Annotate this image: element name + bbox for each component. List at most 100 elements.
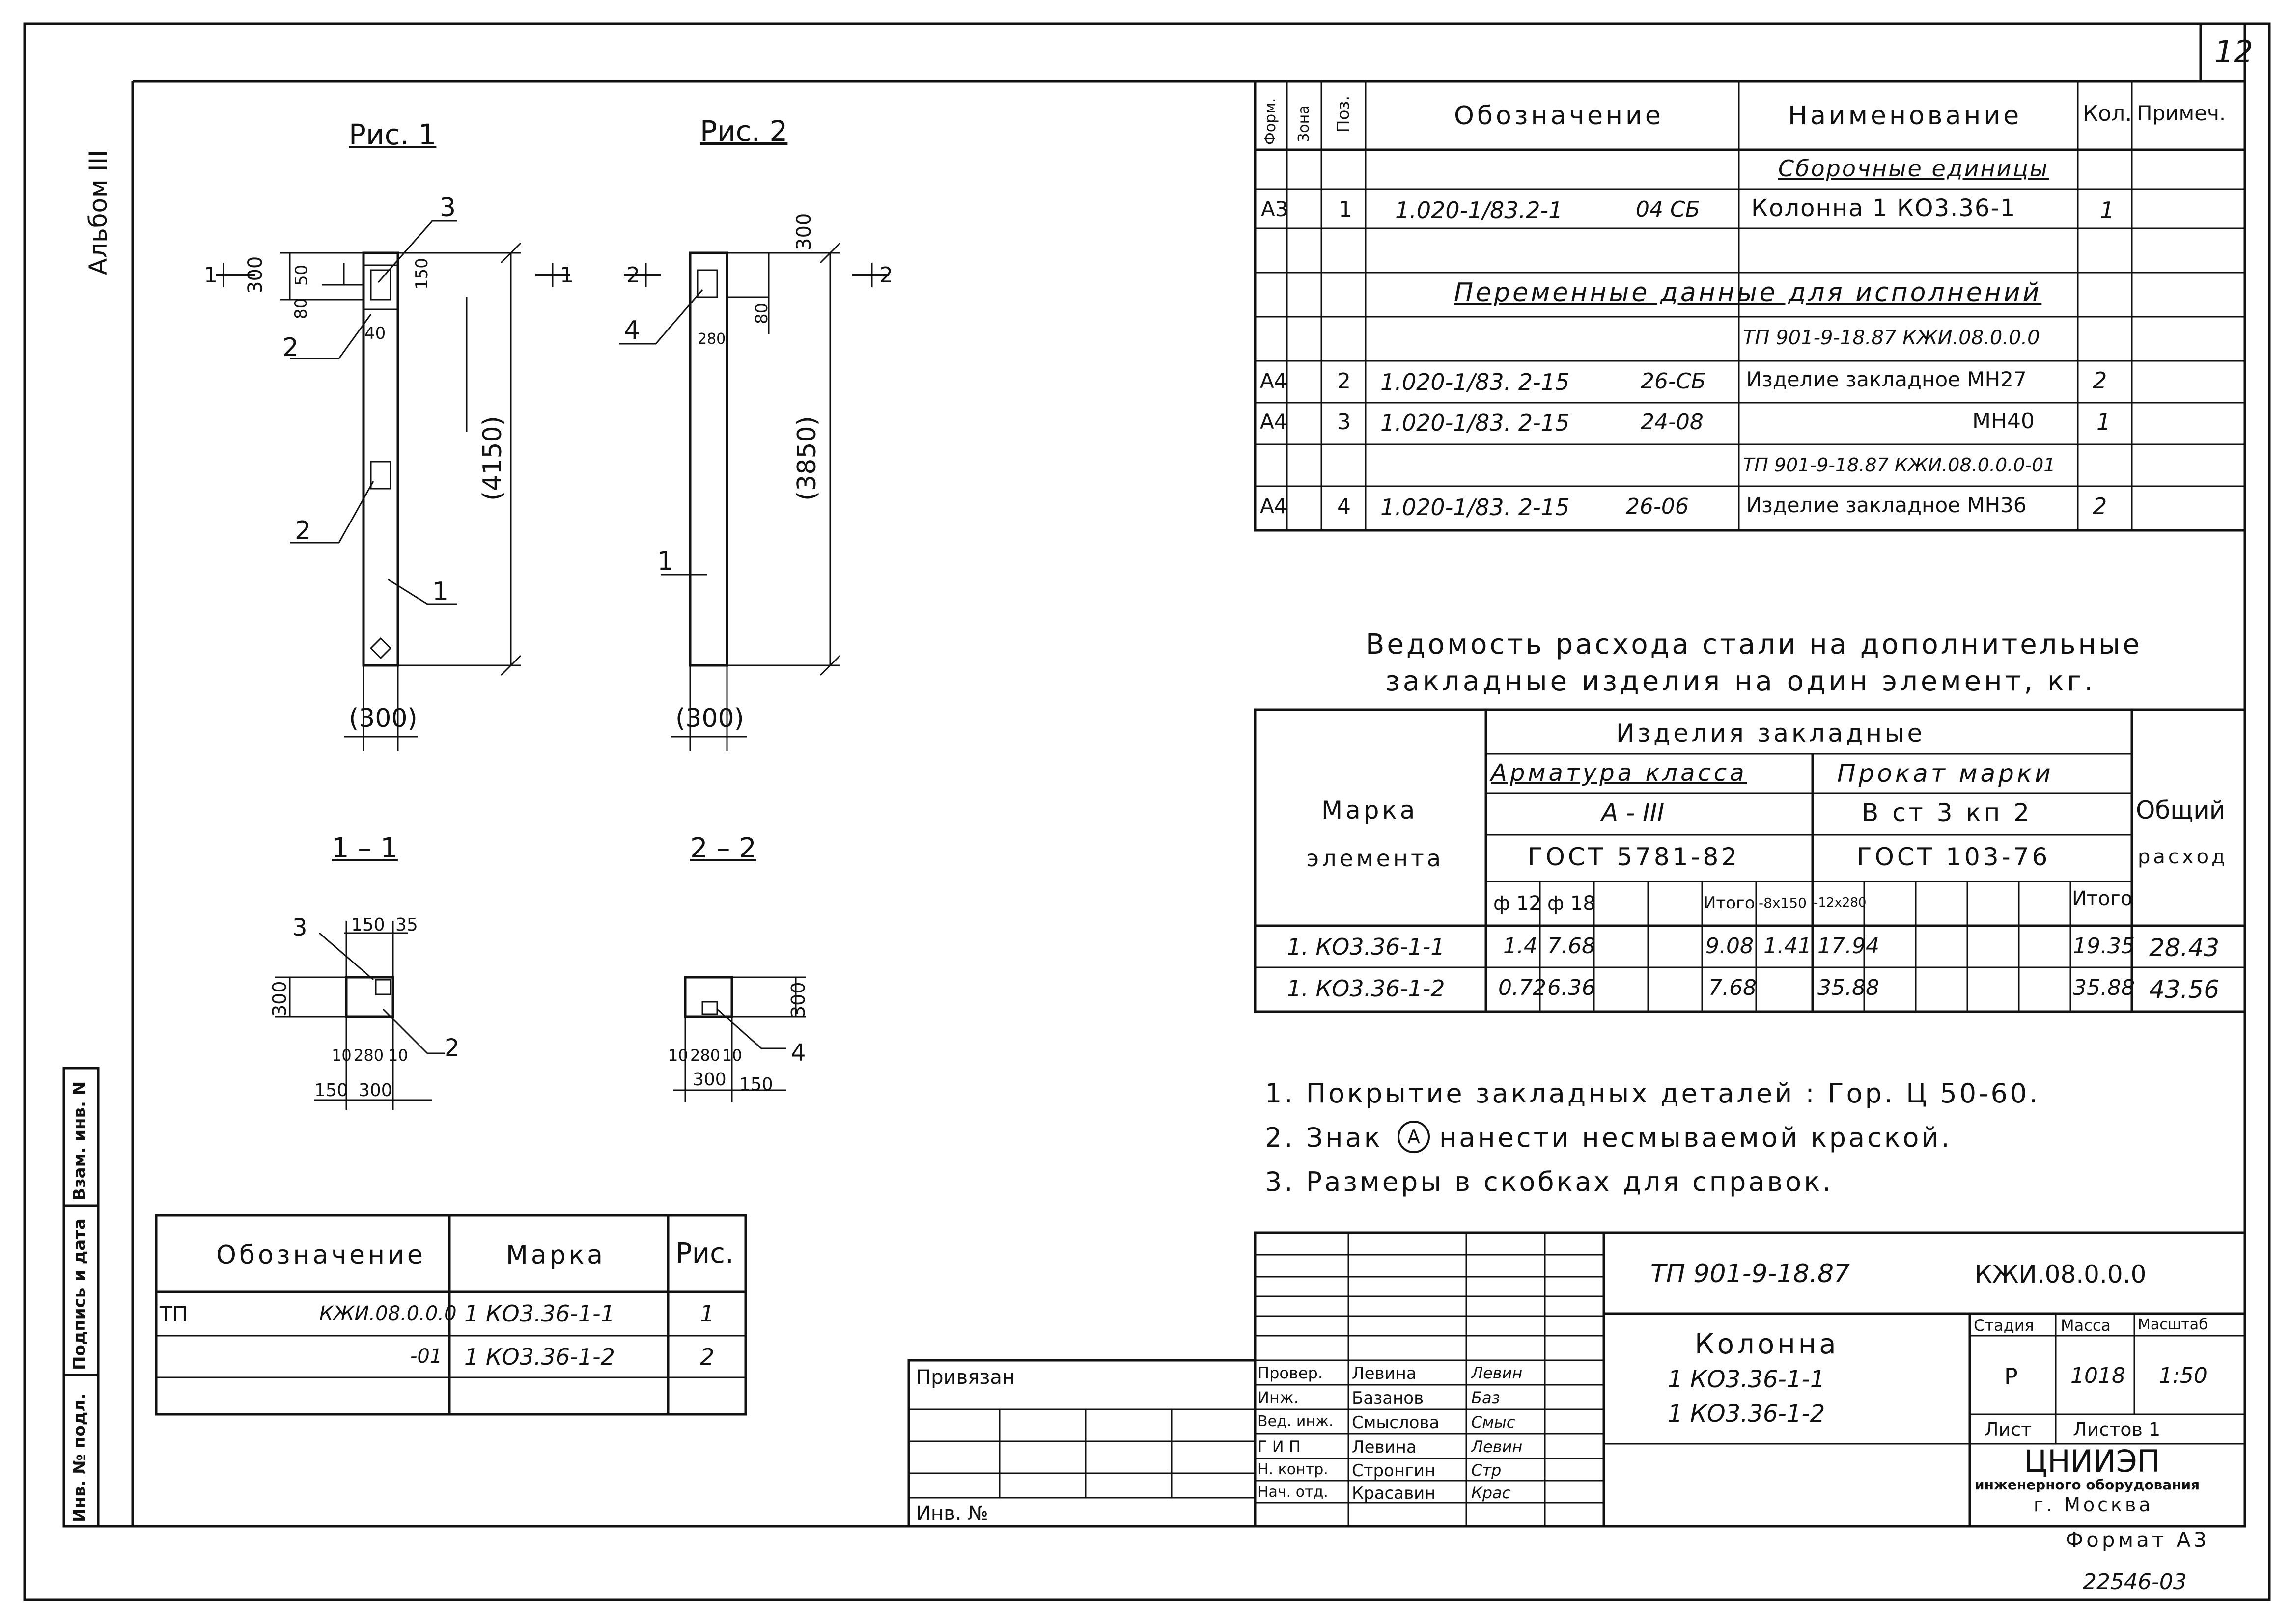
spec-row6-code: 26-06 <box>1626 494 1689 519</box>
steel-subheader-7: -12х280 <box>1814 895 1867 910</box>
sig-role-5: Н. контр. <box>1258 1461 1328 1478</box>
marks-row2-mark: 1 КО3.36-1-2 <box>464 1344 615 1370</box>
sec2-callout-4: 4 <box>791 1039 806 1067</box>
sig-role-1: Провер. <box>1258 1364 1323 1382</box>
steel-mark-header-1: Марка <box>1321 796 1418 825</box>
section-2-2-title: 2 – 2 <box>690 832 756 864</box>
note-3: 3. Размеры в скобках для справок. <box>1265 1166 1834 1197</box>
sig-sign-6: Крас <box>1471 1484 1511 1502</box>
steel-group-header: Изделия закладные <box>1616 719 1926 747</box>
marks-header-fig: Рис. <box>675 1238 734 1269</box>
steel-subheader-5: Итого <box>1704 893 1755 913</box>
steel-title-line2: закладные изделия на один элемент, кг. <box>1385 665 2096 697</box>
note-sign-symbol: А <box>1398 1121 1430 1153</box>
note-2-start: 2. Знак <box>1265 1122 1383 1153</box>
spec-row1-pos: 1 <box>1339 197 1352 222</box>
steel-row2-c2: 6.36 <box>1547 975 1595 1000</box>
spec-row1-format: А3 <box>1261 197 1288 221</box>
sig-role-2: Инж. <box>1258 1388 1299 1407</box>
sec1-dim-150b: 150 <box>314 1080 348 1101</box>
org-name: ЦНИИЭП <box>2024 1443 2160 1479</box>
spec-header-designation: Обозначение <box>1454 101 1664 131</box>
fig1-width-dim: (300) <box>349 704 418 733</box>
spec-row1-qty: 1 <box>2100 197 2115 223</box>
steel-row1-c7: 17.94 <box>1817 934 1879 959</box>
fig1-callout-1: 1 <box>432 577 448 606</box>
format-label: Формат А3 <box>2066 1528 2210 1552</box>
spec-section-variable: Переменные данные для исполнений <box>1454 278 2042 307</box>
spec-row3-name: Изделие закладное МН27 <box>1746 367 2027 391</box>
spec-row3-format: А4 <box>1260 369 1287 393</box>
spec-header-qty: Кол. <box>2083 101 2132 126</box>
sec1-dim-300b: 300 <box>359 1080 392 1101</box>
spec-header-name: Наименование <box>1788 101 2022 131</box>
fig2-callout-4: 4 <box>624 316 640 345</box>
fig1-callout-2a: 2 <box>282 333 299 362</box>
steel-title-line1: Ведомость расхода стали на дополнительны… <box>1366 629 2142 661</box>
steel-row2-mark: 1. КО3.36-1-2 <box>1287 975 1445 1002</box>
scale-header: Масштаб <box>2138 1316 2208 1333</box>
fig1-callout-2b: 2 <box>295 516 311 546</box>
fig2-section-mark-right: 2 <box>879 263 893 288</box>
sig-name-6: Красавин <box>1352 1484 1436 1503</box>
steel-row1-total: 28.43 <box>2149 934 2220 962</box>
sig-name-2: Базанов <box>1352 1388 1424 1408</box>
sec1-dim-150: 150 <box>351 915 385 935</box>
spec-row4-code: 24-08 <box>1641 410 1704 435</box>
steel-row1-c6: 1.41 <box>1763 934 1812 959</box>
marks-header-designation: Обозначение <box>216 1240 426 1270</box>
sig-role-4: Г И П <box>1258 1437 1301 1456</box>
steel-row1-mark: 1. КО3.36-1-1 <box>1287 934 1445 960</box>
sig-sign-1: Левин <box>1471 1364 1523 1382</box>
sec1-dim-280: 280 <box>354 1046 384 1065</box>
spec-row4-qty: 1 <box>2096 409 2111 435</box>
sec2-dim-10: 10 <box>668 1046 688 1065</box>
steel-row1-c2: 7.68 <box>1547 934 1595 959</box>
steel-row2-c5: 7.68 <box>1708 975 1757 1000</box>
org-city: г. Москва <box>2034 1494 2153 1515</box>
sec1-dim-10b: 10 <box>388 1046 408 1065</box>
steel-subheader-1: ф 12 <box>1493 892 1541 915</box>
marks-row1-prefix: ТП <box>160 1302 188 1326</box>
fig1-dim-150: 150 <box>412 258 432 290</box>
note-sign-letter: А <box>1407 1126 1420 1148</box>
spec-row3-pos: 2 <box>1337 369 1351 394</box>
steel-row1-c1: 1.4 <box>1503 934 1537 959</box>
sec2-dim-280: 280 <box>690 1046 720 1065</box>
object-line2: 1 КО3.36-1-1 <box>1668 1366 1825 1393</box>
steel-mark-header-2: элемента <box>1307 845 1444 872</box>
sig-name-5: Стронгин <box>1352 1461 1436 1481</box>
steel-total-header-2: расход <box>2138 846 2228 868</box>
fig1-dim-300: 300 <box>244 256 267 294</box>
sheets-label: Листов 1 <box>2073 1419 2161 1440</box>
fig2-length-dim: (3850) <box>792 416 822 501</box>
org-line2: инженерного оборудования <box>1975 1477 2200 1493</box>
spec-row6-pos: 4 <box>1337 494 1351 519</box>
steel-total-header-1: Общий <box>2136 796 2226 825</box>
sec2-dim-10b: 10 <box>722 1046 742 1065</box>
sec2-dim-300b: 300 <box>693 1070 727 1090</box>
sec1-dim-35: 35 <box>395 915 418 935</box>
steel-prokat-gost: ГОСТ 103-76 <box>1857 843 2051 871</box>
fig2-title: Рис. 2 <box>700 114 788 148</box>
sig-role-3: Вед. инж. <box>1258 1413 1334 1430</box>
section-1-1-title: 1 – 1 <box>332 832 398 864</box>
sig-name-4: Левина <box>1352 1437 1417 1457</box>
sig-sign-5: Стр <box>1471 1461 1502 1480</box>
sig-name-3: Смыслова <box>1352 1413 1440 1432</box>
stage-value: Р <box>2004 1363 2018 1390</box>
mass-header: Масса <box>2061 1316 2111 1335</box>
fig1-dim-80: 80 <box>291 298 311 319</box>
fig2-width-dim: (300) <box>675 704 744 733</box>
sec1-callout-2: 2 <box>445 1034 460 1062</box>
sig-name-1: Левина <box>1352 1364 1417 1383</box>
steel-subheader-2: ф 18 <box>1547 892 1595 915</box>
sig-role-6: Нач. отд. <box>1258 1484 1328 1501</box>
spec-row4-format: А4 <box>1260 410 1287 434</box>
spec-row6-designation: 1.020-1/83. 2-15 <box>1380 494 1570 521</box>
